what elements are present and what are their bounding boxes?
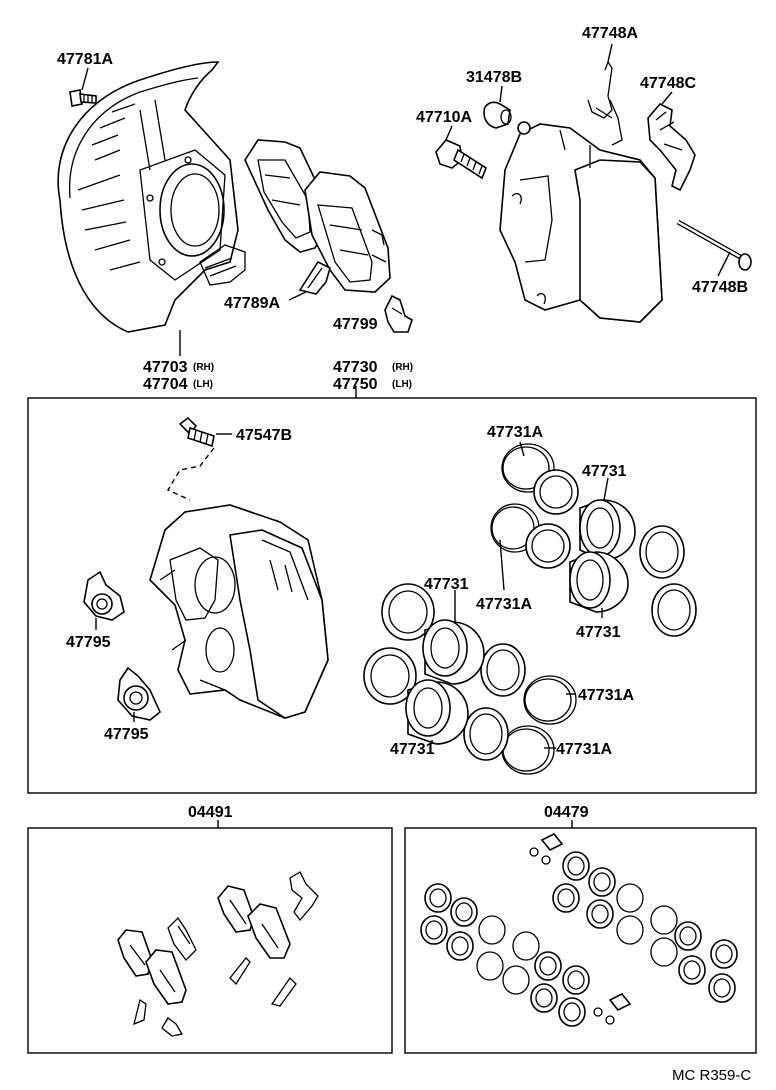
label-47710A: 47710A xyxy=(416,109,472,126)
label-47799: 47799 xyxy=(333,316,378,333)
label-47704: 47704 xyxy=(143,376,188,393)
pad-kit-box xyxy=(27,827,393,1054)
pistons-seals-drawing xyxy=(363,443,697,775)
caliper-assembly-box xyxy=(27,397,757,794)
label-47748C: 47748C xyxy=(640,75,696,92)
bleeder-47547B-drawing xyxy=(178,416,215,448)
label-pad-kit: 04491 xyxy=(188,804,233,821)
clip-47799-drawing xyxy=(384,294,413,333)
spring-47748A-drawing xyxy=(587,60,623,146)
shim-47789A-drawing xyxy=(298,260,331,295)
clip-47795-top-drawing xyxy=(83,570,125,621)
label-47750: 47750 xyxy=(333,376,378,393)
label-47731A-3: 47731A xyxy=(578,687,634,704)
label-47731-3: 47731 xyxy=(576,624,621,641)
pad-kit-drawing xyxy=(117,871,319,1037)
label-47730: 47730 xyxy=(333,359,378,376)
label-47730-side: (RH) xyxy=(392,362,413,373)
pin-47748B-drawing xyxy=(676,219,752,271)
seal-kit-drawing xyxy=(420,832,738,1027)
dust-cover-drawing xyxy=(57,61,246,333)
label-47789A: 47789A xyxy=(224,295,280,312)
label-47731A-2: 47731A xyxy=(476,596,532,613)
label-47795-1: 47795 xyxy=(66,634,111,651)
label-47704-side: (LH) xyxy=(193,379,213,390)
bolt-47781A-drawing xyxy=(69,89,97,107)
label-47703: 47703 xyxy=(143,359,188,376)
label-47731-4: 47731 xyxy=(390,741,435,758)
bolt-47710A-drawing xyxy=(435,139,487,180)
label-47748A: 47748A xyxy=(582,25,638,42)
caliper-assembly-drawing xyxy=(149,504,329,719)
bushing-31478B-drawing xyxy=(483,101,512,129)
caliper-top-drawing xyxy=(499,121,663,323)
label-seal-kit: 04479 xyxy=(544,804,589,821)
brake-pads-drawing xyxy=(244,139,391,293)
label-47750-side: (LH) xyxy=(392,379,412,390)
label-31478B: 31478B xyxy=(466,69,522,86)
label-47731-2: 47731 xyxy=(424,576,469,593)
label-47703-side: (RH) xyxy=(193,362,214,373)
label-47731-1: 47731 xyxy=(582,463,627,480)
clip-47795-bottom-drawing xyxy=(117,666,161,721)
seal-kit-box xyxy=(404,827,757,1054)
label-47731A-4: 47731A xyxy=(556,741,612,758)
clip-47748C-drawing xyxy=(647,103,696,192)
label-47547B: 47547B xyxy=(236,427,292,444)
label-47795-2: 47795 xyxy=(104,726,149,743)
label-47748B: 47748B xyxy=(692,279,748,296)
label-47781A: 47781A xyxy=(57,51,113,68)
label-47731A-1: 47731A xyxy=(487,424,543,441)
diagram-code: MC R359-C xyxy=(672,1067,751,1084)
